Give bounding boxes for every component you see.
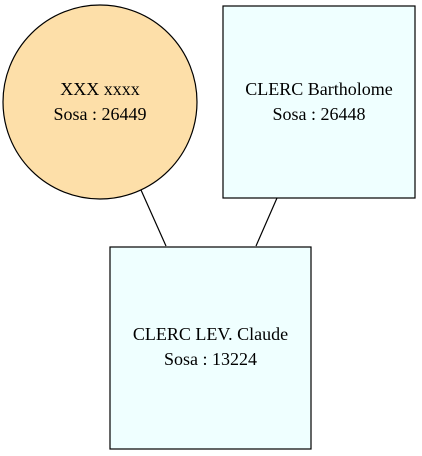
- node-mother[interactable]: XXX xxxx Sosa : 26449: [2, 4, 198, 200]
- node-child[interactable]: CLERC LEV. Claude Sosa : 13224: [109, 246, 312, 450]
- node-father[interactable]: CLERC Bartholome Sosa : 26448: [222, 5, 416, 199]
- edge-mother-to-child: [140, 189, 167, 247]
- node-child-shape: [109, 246, 312, 450]
- node-father-sosa: Sosa : 26448: [272, 104, 365, 124]
- node-child-name: CLERC LEV. Claude: [133, 324, 288, 344]
- node-mother-name: XXX xxxx: [60, 79, 140, 99]
- node-mother-shape: [2, 4, 198, 200]
- node-mother-sosa: Sosa : 26449: [53, 104, 146, 124]
- node-father-shape: [222, 5, 416, 199]
- node-father-name: CLERC Bartholome: [245, 79, 393, 99]
- edge-father-to-child: [255, 197, 278, 247]
- node-child-sosa: Sosa : 13224: [164, 349, 257, 369]
